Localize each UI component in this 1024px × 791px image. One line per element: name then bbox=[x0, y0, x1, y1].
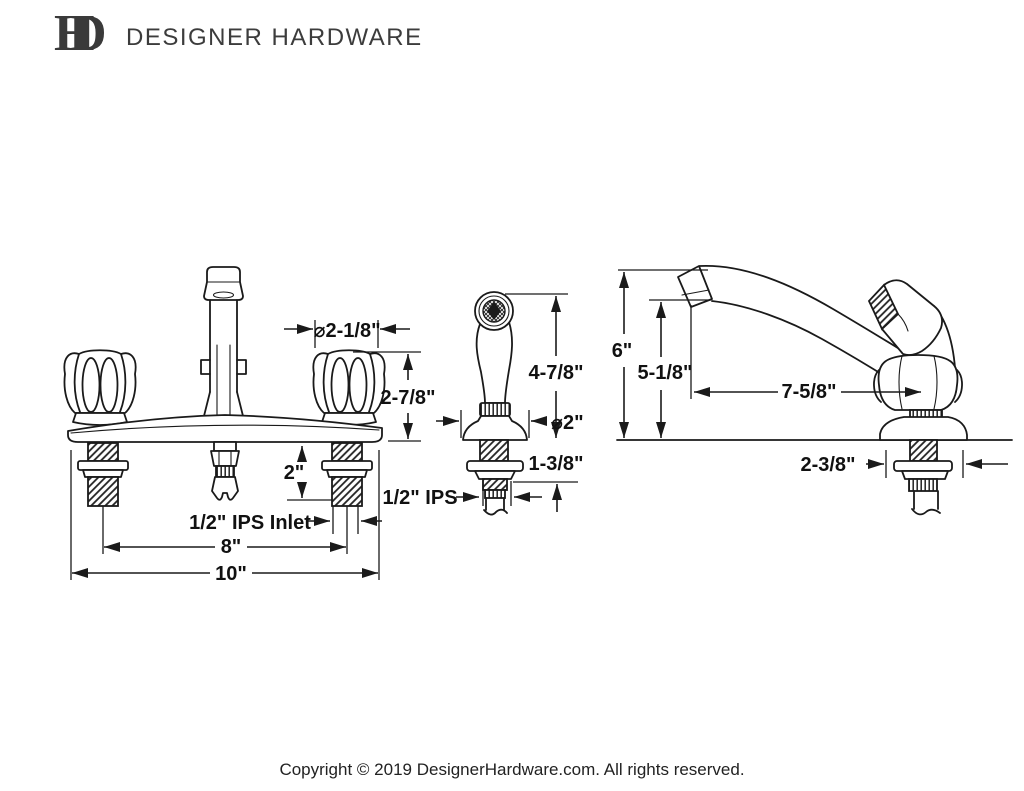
dim-sprayer-thread: 1/2" IPS bbox=[382, 487, 457, 509]
dim-handle-height: 2-7/8" bbox=[380, 387, 435, 409]
side-view-drawing: 6" 5-1/8" 7-5/8" 2-3/8" bbox=[612, 265, 1013, 516]
dim-inlet-label: 1/2" IPS Inlet bbox=[189, 512, 311, 534]
dim-handle-diameter: ⌀2-1/8" bbox=[313, 320, 380, 342]
dim-handle-centers: 8" bbox=[221, 536, 242, 558]
dim-spout-reach: 7-5/8" bbox=[781, 381, 836, 403]
brand-header: H D DESIGNER HARDWARE bbox=[54, 8, 423, 64]
sprayer-drawing: 4-7/8" ⌀2" 1-3/8" 1/2" IPS bbox=[382, 291, 584, 516]
dim-sprayer-height: 4-7/8" bbox=[528, 362, 583, 384]
monogram-letter-d: D bbox=[69, 5, 107, 62]
dim-shank-length: 2" bbox=[284, 462, 305, 484]
dim-total-height: 6" bbox=[612, 340, 633, 362]
monogram-letter-h: H bbox=[54, 5, 95, 62]
dim-sprayer-below-deck: 1-3/8" bbox=[528, 453, 583, 475]
front-view-drawing: ⌀2-1/8" 2-7/8" 2" 1/2" IPS Inlet 8" 10" bbox=[63, 266, 436, 585]
dim-spout-height: 5-1/8" bbox=[637, 362, 692, 384]
faucet-handle-left bbox=[63, 349, 137, 426]
dim-overall-width: 10" bbox=[215, 563, 247, 585]
faucet-handle-right bbox=[312, 349, 386, 426]
brand-logo-icon: H D bbox=[54, 8, 116, 64]
copyright-text: Copyright © 2019 DesignerHardware.com. A… bbox=[279, 760, 745, 779]
brand-name: DESIGNER HARDWARE bbox=[126, 24, 423, 51]
dim-base-width: 2-3/8" bbox=[800, 454, 855, 476]
dim-sprayer-base-diameter: ⌀2" bbox=[551, 412, 584, 434]
